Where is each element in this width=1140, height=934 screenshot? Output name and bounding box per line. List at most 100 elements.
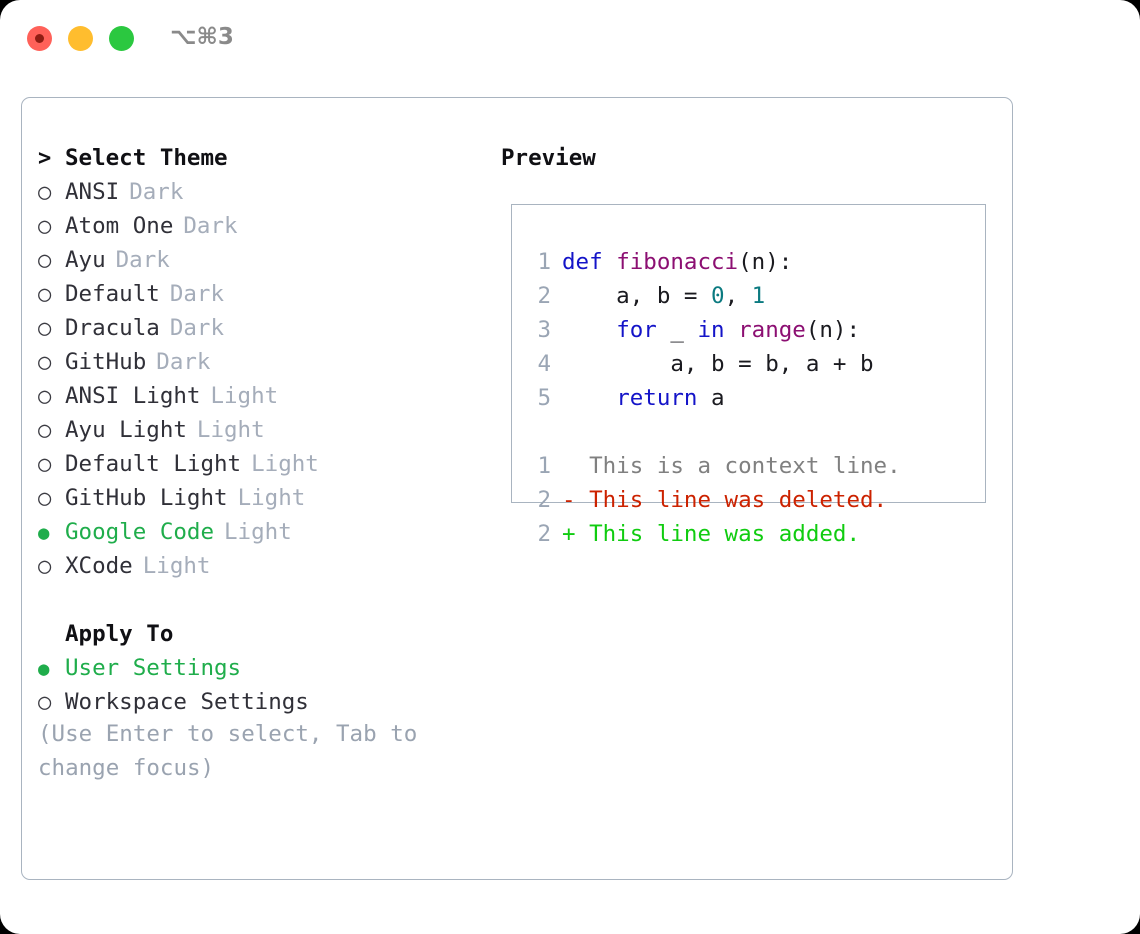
theme-item-label: XCode [65,553,133,579]
apply-to-item-user-settings[interactable]: ● User Settings [38,651,478,685]
code-diff-separator [523,415,981,449]
keyboard-hint-text: (Use Enter to select, Tab to change focu… [38,721,418,781]
code-line-text: return a [562,381,725,415]
theme-item-xcode-light[interactable]: ○ XCode Light [38,549,478,583]
diff-line-context: 1 This is a context line. [523,449,981,483]
code-token: 0 [711,283,725,309]
radio-unselected-icon[interactable]: ○ [38,180,52,205]
apply-to-item-label: Workspace Settings [65,689,309,715]
theme-item-tag: Light [142,553,211,579]
radio-selected-icon[interactable]: ● [38,658,50,680]
theme-picker-panel: > Select Theme ○ ANSI Dark ○ Atom One Da… [21,97,1013,880]
code-token: , [724,283,752,309]
preview-title: Preview [501,145,596,171]
theme-list-title: Select Theme [65,145,228,171]
theme-item-atom-one-dark[interactable]: ○ Atom One Dark [38,209,478,243]
line-number: 2 [537,521,551,547]
code-token: in [697,317,725,343]
line-number: 1 [537,453,551,479]
code-token: a [697,385,725,411]
title-bar: ⌥⌘3 [0,0,1140,78]
radio-unselected-icon[interactable]: ○ [38,486,52,511]
theme-list: > Select Theme ○ ANSI Dark ○ Atom One Da… [38,141,478,719]
theme-item-tag: Dark [129,179,184,205]
theme-item-tag: Dark [115,247,170,273]
theme-item-dracula-dark[interactable]: ○ Dracula Dark [38,311,478,345]
theme-item-default-light[interactable]: ○ Default Light Light [38,447,478,481]
code-token [562,385,616,411]
apply-to-item-workspace-settings[interactable]: ○ Workspace Settings [38,685,478,719]
theme-item-ayu-light[interactable]: ○ Ayu Light Light [38,413,478,447]
code-token [562,317,616,343]
line-number: 2 [537,487,551,513]
theme-item-tag: Light [210,383,279,409]
code-token: return [616,385,698,411]
theme-item-tag: Dark [156,349,211,375]
preview-pane: Preview 1 def fibonacci(n): 2 a, b = 0, … [501,141,991,547]
diff-line-added: 2 + This line was added. [523,517,981,551]
diff-line-text: This is a context line. [562,453,901,479]
radio-selected-icon[interactable]: ● [38,522,50,544]
code-line: 3 for _ in range(n): [523,313,981,347]
theme-item-label: Atom One [65,213,174,239]
theme-item-label: Default Light [65,451,242,477]
radio-unselected-icon[interactable]: ○ [38,690,52,715]
apply-to-item-label: User Settings [65,655,242,681]
radio-unselected-icon[interactable]: ○ [38,418,52,443]
code-line: 4 a, b = b, a + b [523,347,981,381]
radio-unselected-icon[interactable]: ○ [38,316,52,341]
radio-unselected-icon[interactable]: ○ [38,282,52,307]
radio-unselected-icon[interactable]: ○ [38,384,52,409]
theme-item-github-light[interactable]: ○ GitHub Light Light [38,481,478,515]
code-token: a, b = [562,283,712,309]
apply-to-title: Apply To [65,621,174,647]
close-window-button[interactable] [27,26,52,51]
minimize-window-button[interactable] [68,26,93,51]
traffic-lights [27,26,134,51]
code-preview-content: 1 def fibonacci(n): 2 a, b = 0, 1 3 for … [523,245,981,551]
diff-line-text: - This line was deleted. [562,487,888,513]
code-line-text: for _ in range(n): [562,313,860,347]
code-token: for [616,317,657,343]
radio-unselected-icon[interactable]: ○ [38,350,52,375]
theme-list-header: > Select Theme [38,141,478,175]
theme-item-label: Ayu [65,247,106,273]
code-token: a, b = b, a + b [562,351,874,377]
theme-item-tag: Dark [183,213,238,239]
code-token: def [562,249,617,275]
line-number: 3 [537,317,551,343]
theme-item-default-dark[interactable]: ○ Default Dark [38,277,478,311]
theme-item-label: Default [65,281,160,307]
code-token [725,317,739,343]
theme-item-tag: Dark [169,315,225,341]
radio-unselected-icon[interactable]: ○ [38,452,52,477]
theme-item-ayu-dark[interactable]: ○ Ayu Dark [38,243,478,277]
line-number: 5 [537,385,551,411]
theme-item-label: Dracula [65,315,160,341]
code-token: 1 [751,283,766,309]
theme-item-label: ANSI [65,179,120,205]
diff-line-deleted: 2 - This line was deleted. [523,483,981,517]
theme-item-github-dark[interactable]: ○ GitHub Dark [38,345,478,379]
radio-unselected-icon[interactable]: ○ [38,248,52,273]
prompt-caret-icon: > [38,146,52,171]
code-token: _ [656,317,698,343]
theme-item-label: GitHub [65,349,147,375]
theme-item-ansi-light[interactable]: ○ ANSI Light Light [38,379,478,413]
code-token: fibonacci [616,249,739,275]
code-preview-box: 1 def fibonacci(n): 2 a, b = 0, 1 3 for … [511,204,986,547]
theme-item-label: Google Code [65,519,215,545]
theme-item-label: GitHub Light [65,485,228,511]
theme-item-tag: Light [251,451,319,477]
code-token: (n): [738,249,793,275]
keyboard-shortcut-label: ⌥⌘3 [170,24,234,50]
theme-item-tag: Light [196,417,265,443]
radio-unselected-icon[interactable]: ○ [38,214,52,239]
apply-to-header: Apply To [38,617,478,651]
list-divider-space [38,583,478,617]
zoom-window-button[interactable] [109,26,134,51]
code-line: 5 return a [523,381,981,415]
theme-item-ansi-dark[interactable]: ○ ANSI Dark [38,175,478,209]
radio-unselected-icon[interactable]: ○ [38,554,52,579]
theme-item-google-code-light[interactable]: ● Google Code Light [38,515,478,549]
